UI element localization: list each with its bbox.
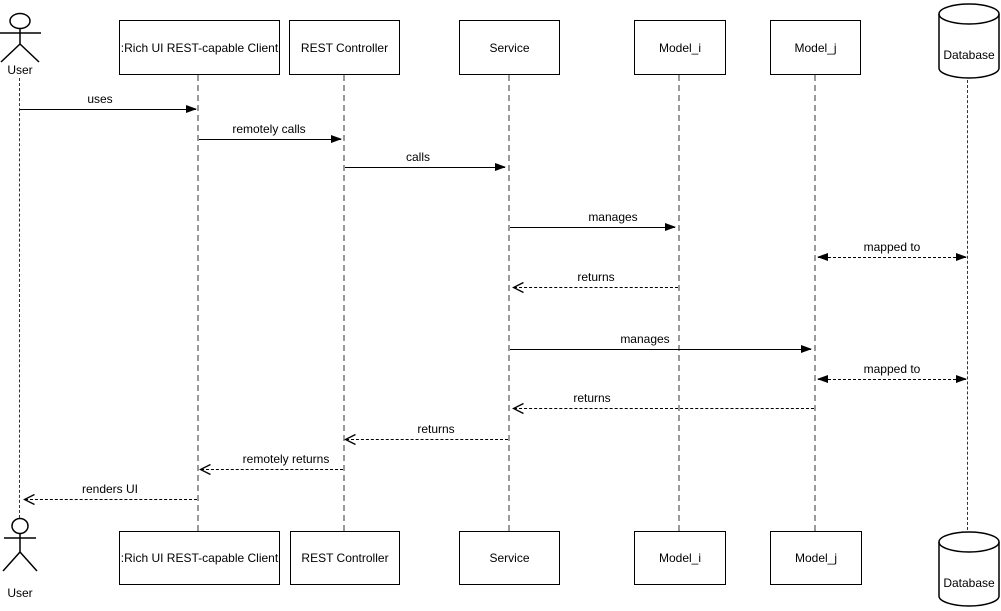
message-line (510, 227, 675, 228)
participant-model-j-bottom: Model_j (770, 531, 862, 585)
lifeline-service (508, 75, 510, 531)
arrowhead-left-icon (817, 374, 828, 383)
participant-model-i-top: Model_i (634, 20, 726, 75)
message-label-returns: returns (571, 391, 613, 405)
open-arrowhead-left-icon (23, 493, 35, 506)
open-arrowhead-left-icon (512, 281, 524, 294)
message-label-remotely-calls: remotely calls (230, 122, 308, 136)
message-label-returns: returns (575, 270, 617, 284)
participant-client-bottom: :Rich UI REST-capable Client (119, 531, 280, 585)
message-line (345, 167, 505, 168)
arrowhead-right-icon (956, 252, 967, 261)
message-label-calls: calls (403, 150, 433, 164)
database-cylinder-icon (937, 530, 1001, 611)
message-label-uses: uses (85, 92, 115, 106)
participant-rest-controller-bottom: REST Controller (290, 531, 400, 585)
arrowhead-right-icon (331, 134, 342, 143)
user-actor-icon (0, 516, 41, 577)
message-label-remotely-returns: remotely returns (240, 452, 332, 466)
arrowhead-right-icon (186, 104, 197, 113)
lifeline-client (197, 75, 199, 531)
message-line (346, 439, 508, 440)
database-label-top: Database (943, 48, 995, 62)
lifeline-database (967, 80, 968, 530)
open-arrowhead-left-icon (512, 402, 524, 415)
lifeline-model-i (678, 75, 680, 531)
message-label-manages: manages (618, 332, 672, 346)
message-line (20, 109, 196, 110)
open-arrowhead-left-icon (344, 433, 356, 446)
participant-service-bottom: Service (459, 531, 560, 585)
message-line (514, 287, 678, 288)
message-line (201, 469, 343, 470)
participant-rest-controller-top: REST Controller (289, 20, 400, 75)
participant-service-top: Service (459, 20, 560, 75)
message-label-mapped-to: mapped to (861, 362, 923, 376)
message-label-mapped-to: mapped to (861, 240, 923, 254)
message-label-manages: manages (586, 210, 640, 224)
message-line (199, 139, 341, 140)
arrowhead-left-icon (817, 252, 828, 261)
arrowhead-right-icon (801, 344, 812, 353)
actor-label-user-top: User (7, 63, 33, 77)
arrowhead-right-icon (956, 374, 967, 383)
arrowhead-right-icon (665, 222, 676, 231)
lifeline-user (19, 78, 20, 518)
participant-client-top: :Rich UI REST-capable Client (119, 20, 280, 75)
message-line (818, 379, 966, 380)
message-line (25, 499, 197, 500)
actor-label-user-bottom: User (7, 586, 33, 600)
database-cylinder-icon (937, 2, 1001, 83)
database-label-bottom: Database (943, 576, 995, 590)
participant-model-j-top: Model_j (770, 20, 861, 75)
message-label-returns: returns (415, 422, 457, 436)
lifeline-model-j (814, 75, 816, 531)
participant-model-i-bottom: Model_i (634, 531, 726, 585)
message-label-renders-ui: renders UI (79, 482, 141, 496)
message-line (514, 408, 814, 409)
message-line (510, 349, 811, 350)
message-line (818, 257, 966, 258)
lifeline-rest-controller (343, 75, 345, 531)
arrowhead-right-icon (495, 162, 506, 171)
open-arrowhead-left-icon (199, 463, 211, 476)
user-actor-icon (0, 6, 41, 67)
